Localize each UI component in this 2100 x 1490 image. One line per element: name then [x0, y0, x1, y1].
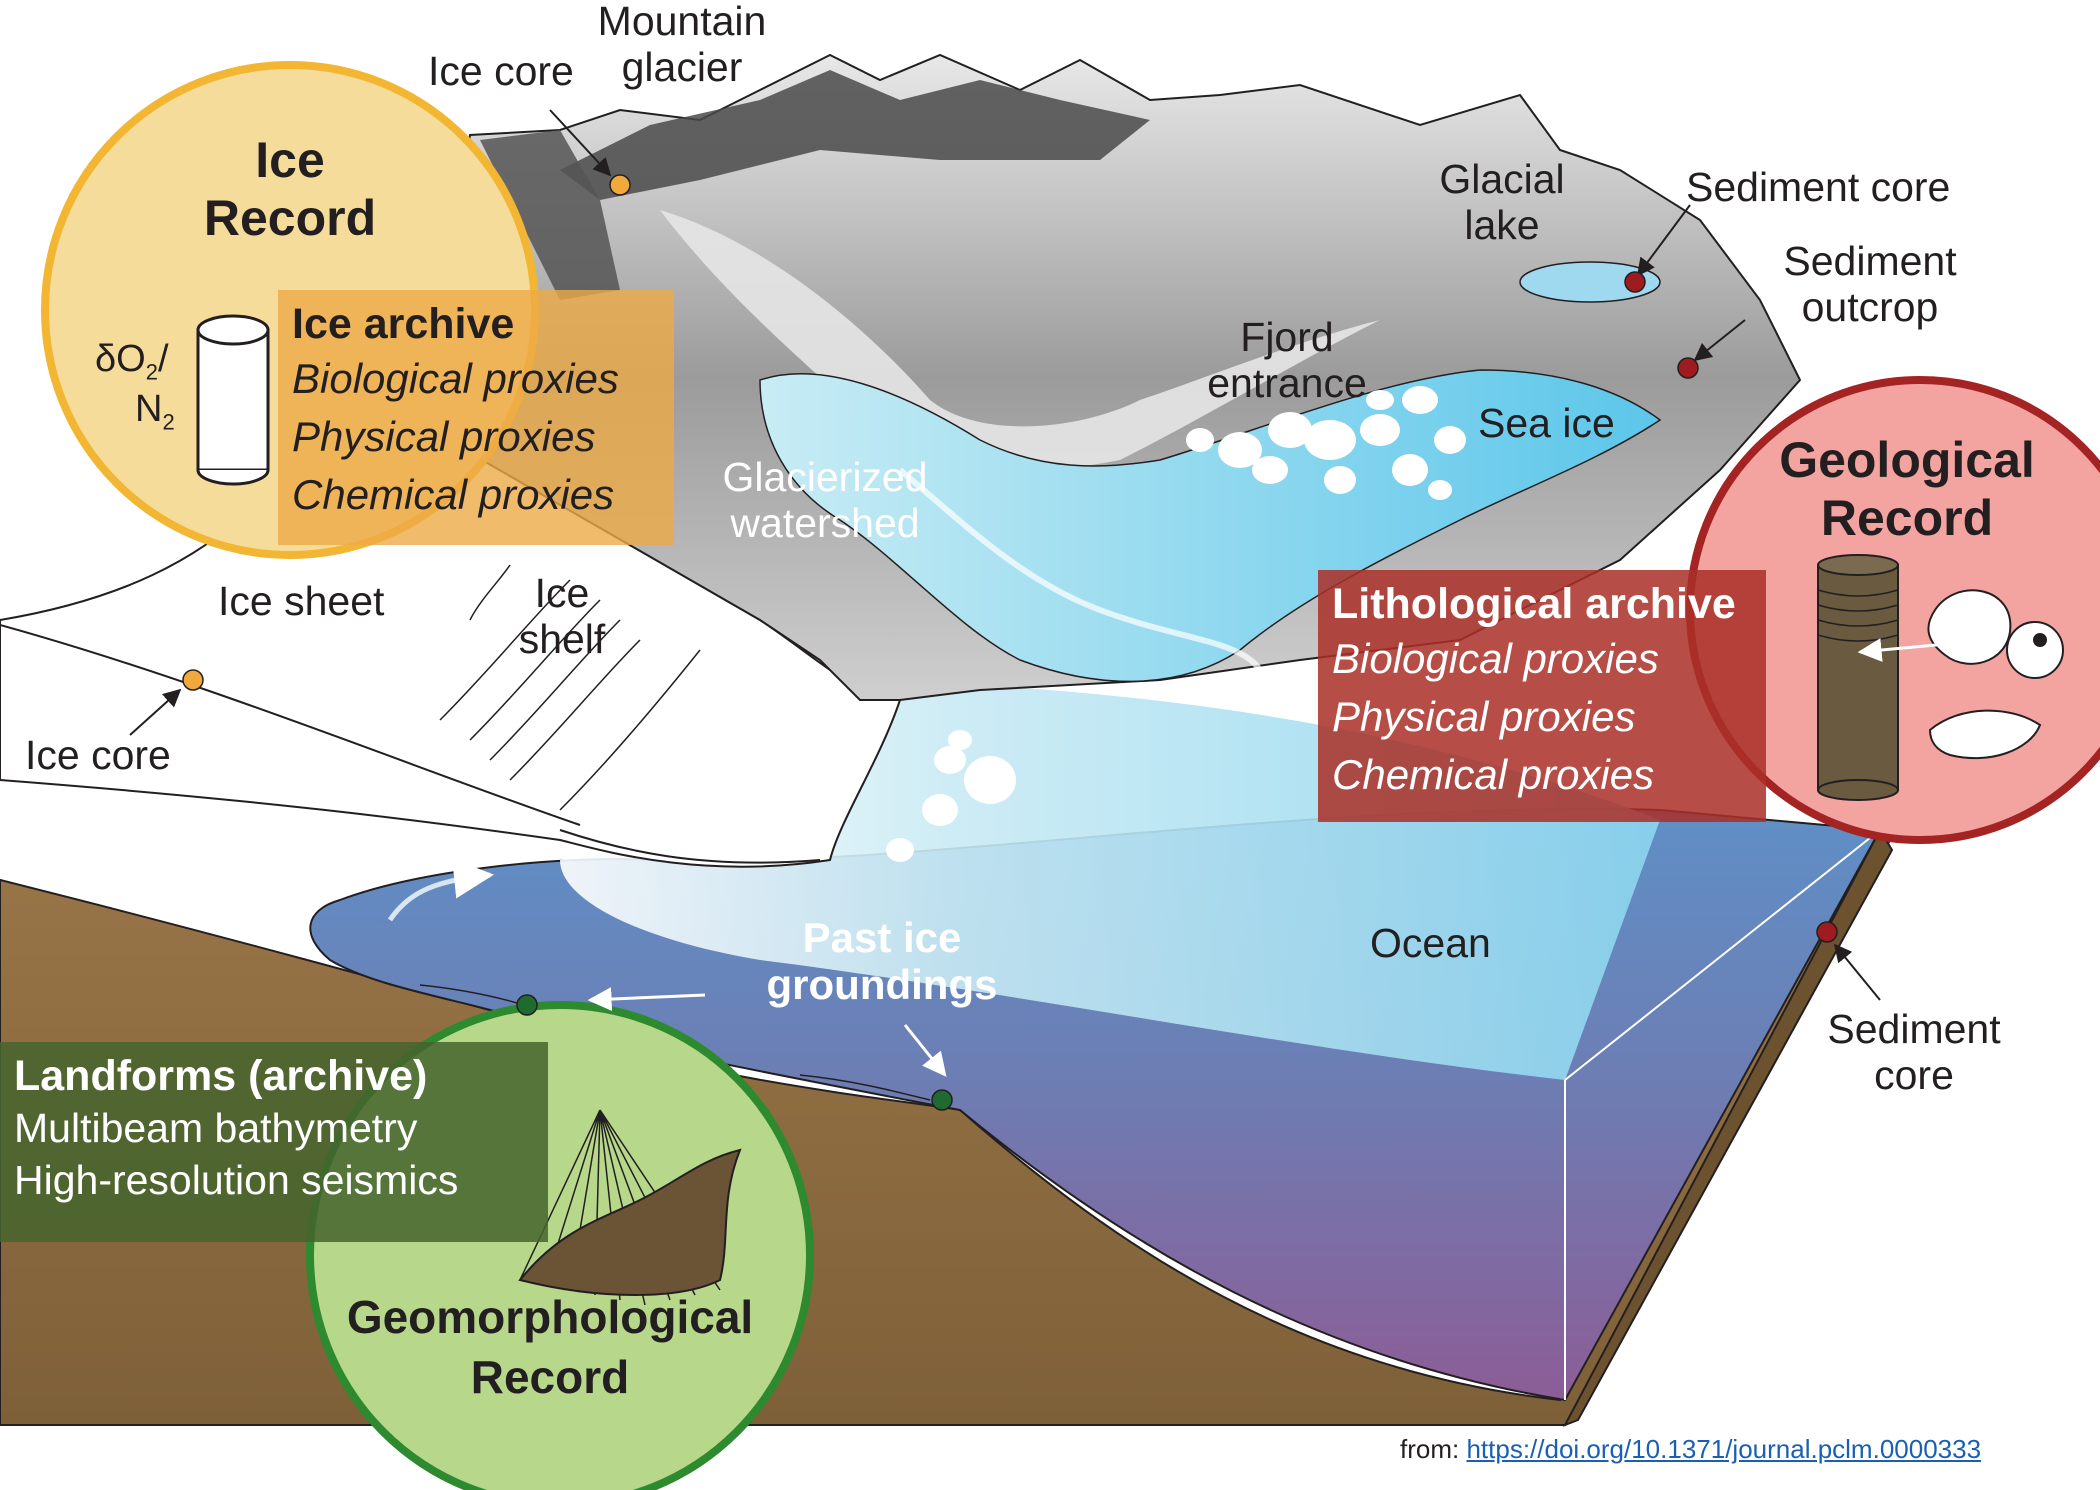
label-glacierized-watershed-line1: Glacierized [722, 454, 928, 500]
label-fjord-entrance-line2: entrance [1207, 360, 1367, 407]
ice-record-title-line2: Record [203, 189, 377, 246]
label-glacial-lake-line1: Glacial [1439, 156, 1565, 202]
label-ice-shelf: Ice shelf [519, 570, 606, 663]
ice-shelf-edge [559, 829, 821, 864]
label-ocean: Ocean [1370, 920, 1491, 966]
grounding-line-2 [799, 1074, 931, 1101]
sediment-outcrop-marker [1677, 357, 1699, 379]
gas-ratio-label: δO2/ N2 [95, 340, 175, 433]
landforms-archive-box: Landforms (archive) Multibeam bathymetry… [0, 1042, 548, 1242]
label-sediment-core-right-line1: Sediment [1827, 1006, 2001, 1052]
label-sediment-core-top: Sediment core [1686, 164, 1951, 210]
gas-ratio-slash: / [157, 338, 169, 380]
label-past-ice-groundings: Past ice groundings [767, 914, 998, 1009]
source-credit: from: https://doi.org/10.1371/journal.pc… [1400, 1434, 1981, 1465]
sediment-core-cylinder [1817, 554, 1899, 801]
ice-archive-heading: Ice archive [292, 300, 515, 348]
ice-archive-item: Chemical proxies [292, 470, 615, 518]
lithological-archive-heading: Lithological archive [1332, 580, 1736, 628]
landforms-archive-item: High-resolution seismics [14, 1157, 459, 1204]
label-sediment-outcrop: Sediment outcrop [1783, 238, 1956, 331]
ice-core-marker-sheet [182, 669, 204, 691]
dark-ridge-left [480, 130, 620, 300]
label-fjord-entrance: Fjord entrance [1207, 314, 1367, 407]
snow-valley [660, 210, 1380, 470]
label-sediment-core-right: Sediment core [1827, 1006, 2000, 1099]
label-mountain-glacier: Mountain glacier [598, 0, 767, 91]
grounding-arrows [587, 987, 947, 1077]
label-glacial-lake-line2: lake [1464, 202, 1540, 249]
landforms-archive-item: Multibeam bathymetry [14, 1104, 418, 1151]
crevasse-lines [439, 564, 701, 811]
shelf-ice-floes [886, 730, 1016, 862]
ice-sheet-profile-line [0, 624, 581, 826]
label-sediment-outcrop-line2: outcrop [1801, 284, 1939, 331]
gas-ratio-top: δO [95, 338, 146, 380]
ice-record-title: Ice Record [204, 132, 376, 247]
label-ice-shelf-line2: shelf [518, 616, 606, 663]
label-past-ice-groundings-line1: Past ice [802, 914, 962, 961]
label-sediment-core-right-line2: core [1874, 1052, 1954, 1099]
sediment-core-marker-ocean [1816, 921, 1838, 943]
leader-arrows [129, 109, 1881, 1001]
ice-core-cylinder [196, 314, 270, 486]
ice-core-marker-mountain [609, 174, 631, 196]
fjord-water [759, 369, 1662, 683]
gas-ratio-top-sub: 2 [145, 359, 158, 385]
landforms-archive-heading: Landforms (archive) [14, 1052, 428, 1100]
lithological-archive-item: Chemical proxies [1332, 750, 1655, 798]
geomorphological-record-title-line1: Geomorphological [346, 1291, 754, 1343]
geological-record-title-line1: Geological [1779, 432, 2035, 488]
current-arrow [387, 858, 494, 922]
sediment-markers [1624, 271, 1838, 943]
block-right-side [1562, 827, 1894, 1427]
ice-core-markers [182, 174, 631, 691]
dark-ridge [560, 70, 1150, 200]
foraminifera-shells [1927, 589, 2064, 760]
label-glacial-lake: Glacial lake [1439, 156, 1564, 249]
label-past-ice-groundings-line2: groundings [766, 961, 998, 1009]
label-ice-sheet: Ice sheet [218, 578, 385, 624]
lithological-archive-box: Lithological archive Biological proxies … [1318, 570, 1766, 822]
label-ice-shelf-line1: Ice [534, 570, 590, 616]
label-ice-core-left: Ice core [25, 732, 171, 778]
ice-archive-box: Ice archive Biological proxies Physical … [278, 290, 674, 545]
sediment-core-marker-lake [1624, 271, 1646, 293]
geomorphological-record-title-line2: Record [470, 1350, 630, 1403]
label-mountain-glacier-line2: glacier [621, 44, 743, 91]
label-fjord-entrance-line1: Fjord [1240, 314, 1334, 360]
label-mountain-glacier-line1: Mountain [597, 0, 767, 44]
geological-record-title: Geological Record [1779, 432, 2035, 547]
label-glacierized-watershed: Glacierized watershed [722, 454, 927, 547]
label-ice-core-top: Ice core [428, 48, 574, 94]
ice-record-title-line1: Ice [255, 132, 325, 188]
ice-archive-item: Biological proxies [292, 354, 619, 402]
source-credit-prefix: from: [1400, 1434, 1467, 1464]
geo-arrow [1857, 638, 1991, 662]
lithological-archive-item: Biological proxies [1332, 634, 1659, 682]
grounding-marker-2 [931, 1089, 953, 1111]
ocean-top-edge [1564, 829, 1881, 1400]
gas-ratio-bottom: N [135, 387, 163, 430]
seafloor-landform [518, 1148, 742, 1296]
label-sea-ice: Sea ice [1478, 400, 1615, 446]
grounding-markers [516, 994, 953, 1111]
fjord-channel [898, 467, 1263, 672]
gas-ratio-bottom-sub: 2 [162, 409, 175, 435]
lithological-archive-item: Physical proxies [1332, 692, 1636, 740]
glacial-lake [1519, 261, 1661, 303]
geomorphological-record-title: Geomorphological Record [347, 1288, 753, 1408]
ice-archive-item: Physical proxies [292, 412, 596, 460]
sea-ice-floes [1186, 386, 1466, 500]
mountain-range [428, 53, 1802, 701]
grounding-marker-1 [516, 994, 538, 1016]
label-sediment-outcrop-line1: Sediment [1783, 238, 1957, 284]
doi-link[interactable]: https://doi.org/10.1371/journal.pclm.000… [1466, 1434, 1982, 1464]
label-glacierized-watershed-line2: watershed [730, 500, 920, 547]
geological-record-title-line2: Record [1820, 489, 1994, 546]
